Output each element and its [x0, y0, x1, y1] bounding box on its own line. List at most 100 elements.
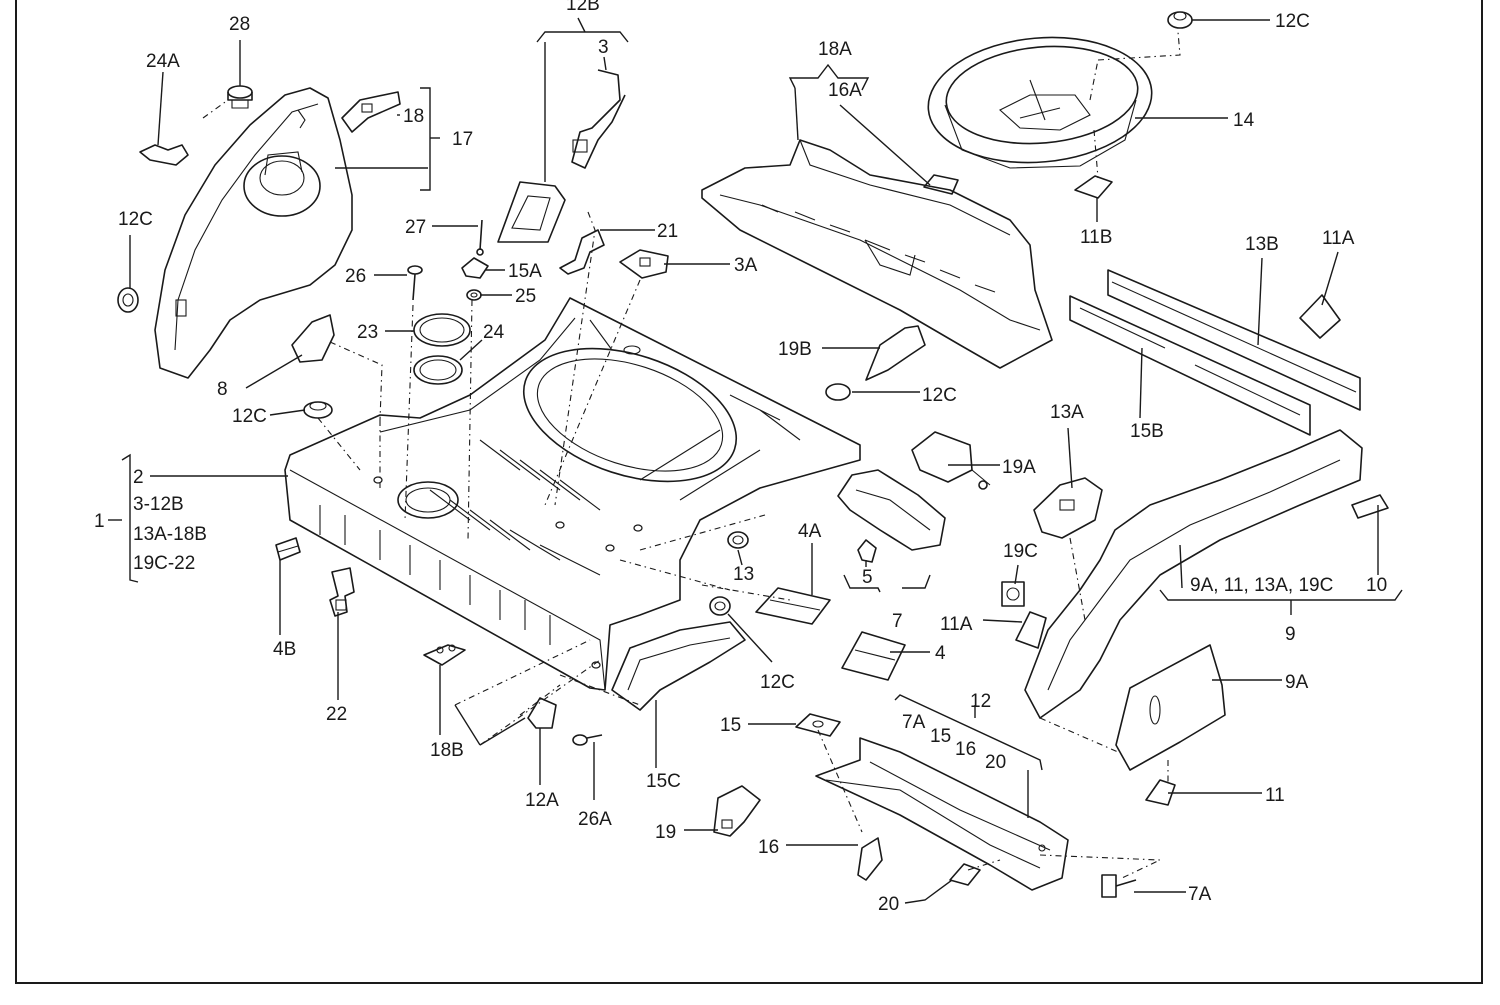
label-15: 15 — [720, 715, 741, 736]
part-10-plate — [1351, 494, 1389, 519]
label-18A: 18A — [818, 39, 852, 60]
label-20: 20 — [878, 894, 899, 915]
label-11B: 11B — [1080, 227, 1112, 248]
label-15B: 15B — [1130, 421, 1164, 442]
label-12C-top: 12C — [1275, 11, 1310, 32]
part-12A-bracket — [527, 697, 557, 729]
part-11A-clip-top — [1299, 294, 1341, 339]
part-15-bracket — [795, 713, 841, 737]
part-19-bracket — [713, 785, 761, 837]
part-19A-bracket — [911, 431, 991, 490]
part-28-bolt — [227, 85, 253, 109]
label-3-12B: 3-12B — [133, 494, 184, 515]
part-12C-grommet-top — [1167, 11, 1193, 29]
label-12: 12 — [970, 691, 991, 712]
part-12C-grommet-bottom — [709, 596, 731, 616]
part-8-bracket — [291, 314, 335, 363]
part-15B-rail — [1069, 295, 1311, 436]
part-18A-rear-panel — [701, 139, 1053, 369]
part-11B-clip — [1074, 175, 1113, 199]
part-4B-clip — [275, 537, 301, 561]
label-9A: 9A — [1285, 672, 1309, 693]
label-10: 10 — [1366, 575, 1387, 596]
part-20-clip — [949, 863, 981, 886]
label-24A: 24A — [146, 51, 180, 72]
part-12-extension-panel — [815, 737, 1069, 891]
part-12C-grommet-19B — [825, 383, 851, 401]
label-22: 22 — [326, 704, 347, 725]
label-7A: 7A — [1188, 884, 1212, 905]
part-21-bracket — [559, 229, 605, 275]
label-14: 14 — [1233, 110, 1255, 131]
part-7-bracket — [837, 469, 946, 551]
part-9-side-member — [1024, 429, 1363, 719]
label-15-list: 15 — [930, 726, 951, 747]
label-26: 26 — [345, 266, 366, 287]
label-8: 8 — [217, 379, 228, 400]
label-13: 13 — [733, 564, 754, 585]
label-15C: 15C — [646, 771, 681, 792]
label-11: 11 — [1265, 785, 1285, 806]
label-19B: 19B — [778, 339, 812, 360]
part-26A-screw — [572, 734, 603, 746]
label-21: 21 — [657, 221, 678, 242]
label-18: 18 — [403, 106, 424, 127]
part-24-plug — [413, 355, 463, 385]
part-27-pin — [476, 219, 484, 256]
label-19C: 19C — [1003, 541, 1038, 562]
part-1-rear-floor-pan — [284, 297, 861, 691]
assembly-lines — [202, 31, 1181, 879]
part-16A-plate — [923, 174, 959, 195]
part-11A-clip-mid — [1015, 611, 1047, 649]
label-11A-mid: 11A — [940, 614, 973, 635]
callout-labels: 28 24A 18 17 12B 3 18A 16A 12C 14 12C 27… — [94, 0, 1387, 915]
label-26A: 26A — [578, 809, 612, 830]
label-7: 7 — [892, 611, 903, 632]
part-14-spare-tire-well — [927, 36, 1153, 169]
part-23-plug — [413, 313, 471, 347]
part-19C-nut — [1001, 581, 1025, 607]
label-20-list: 20 — [985, 752, 1006, 773]
label-4B: 4B — [273, 639, 296, 660]
label-5: 5 — [862, 567, 873, 588]
part-18-bracket — [341, 91, 401, 133]
label-11A-top: 11A — [1322, 228, 1355, 249]
label-13A-18B: 13A-18B — [133, 524, 207, 545]
label-24: 24 — [483, 322, 505, 343]
part-3A-bracket — [619, 249, 669, 279]
part-19B-bracket — [865, 325, 926, 381]
label-3A: 3A — [734, 255, 758, 276]
label-27: 27 — [405, 217, 426, 238]
part-22-bracket — [329, 567, 355, 617]
label-12C-under-19B: 12C — [922, 385, 957, 406]
label-9A-list: 9A, 11, 13A, 19C — [1190, 575, 1333, 596]
label-15A: 15A — [508, 261, 542, 282]
part-12B-bracket — [497, 181, 566, 243]
label-4A: 4A — [798, 521, 822, 542]
label-12A: 12A — [525, 790, 559, 811]
part-4-bracket — [841, 631, 906, 681]
label-7A-list: 7A — [902, 712, 926, 733]
part-17-wheel-housing — [154, 87, 353, 379]
part-15A-clip — [461, 257, 489, 279]
label-17: 17 — [452, 129, 473, 150]
label-25: 25 — [515, 286, 536, 307]
label-16A: 16A — [828, 80, 862, 101]
label-19: 19 — [655, 822, 676, 843]
part-26-screw — [407, 265, 423, 301]
label-16: 16 — [758, 837, 779, 858]
label-12B: 12B — [566, 0, 600, 15]
label-19C-22: 19C-22 — [133, 553, 195, 574]
leader-lines — [108, 17, 1403, 904]
label-28: 28 — [229, 14, 250, 35]
label-13A: 13A — [1050, 402, 1084, 423]
label-1: 1 — [94, 511, 105, 532]
label-12C-bottom: 12C — [760, 672, 795, 693]
part-4A-bracket — [755, 587, 831, 625]
label-4: 4 — [935, 643, 946, 664]
part-15C-bracket — [611, 621, 746, 711]
label-18B: 18B — [430, 740, 464, 761]
part-12C-grommet-left — [117, 287, 139, 313]
label-19A: 19A — [1002, 457, 1036, 478]
